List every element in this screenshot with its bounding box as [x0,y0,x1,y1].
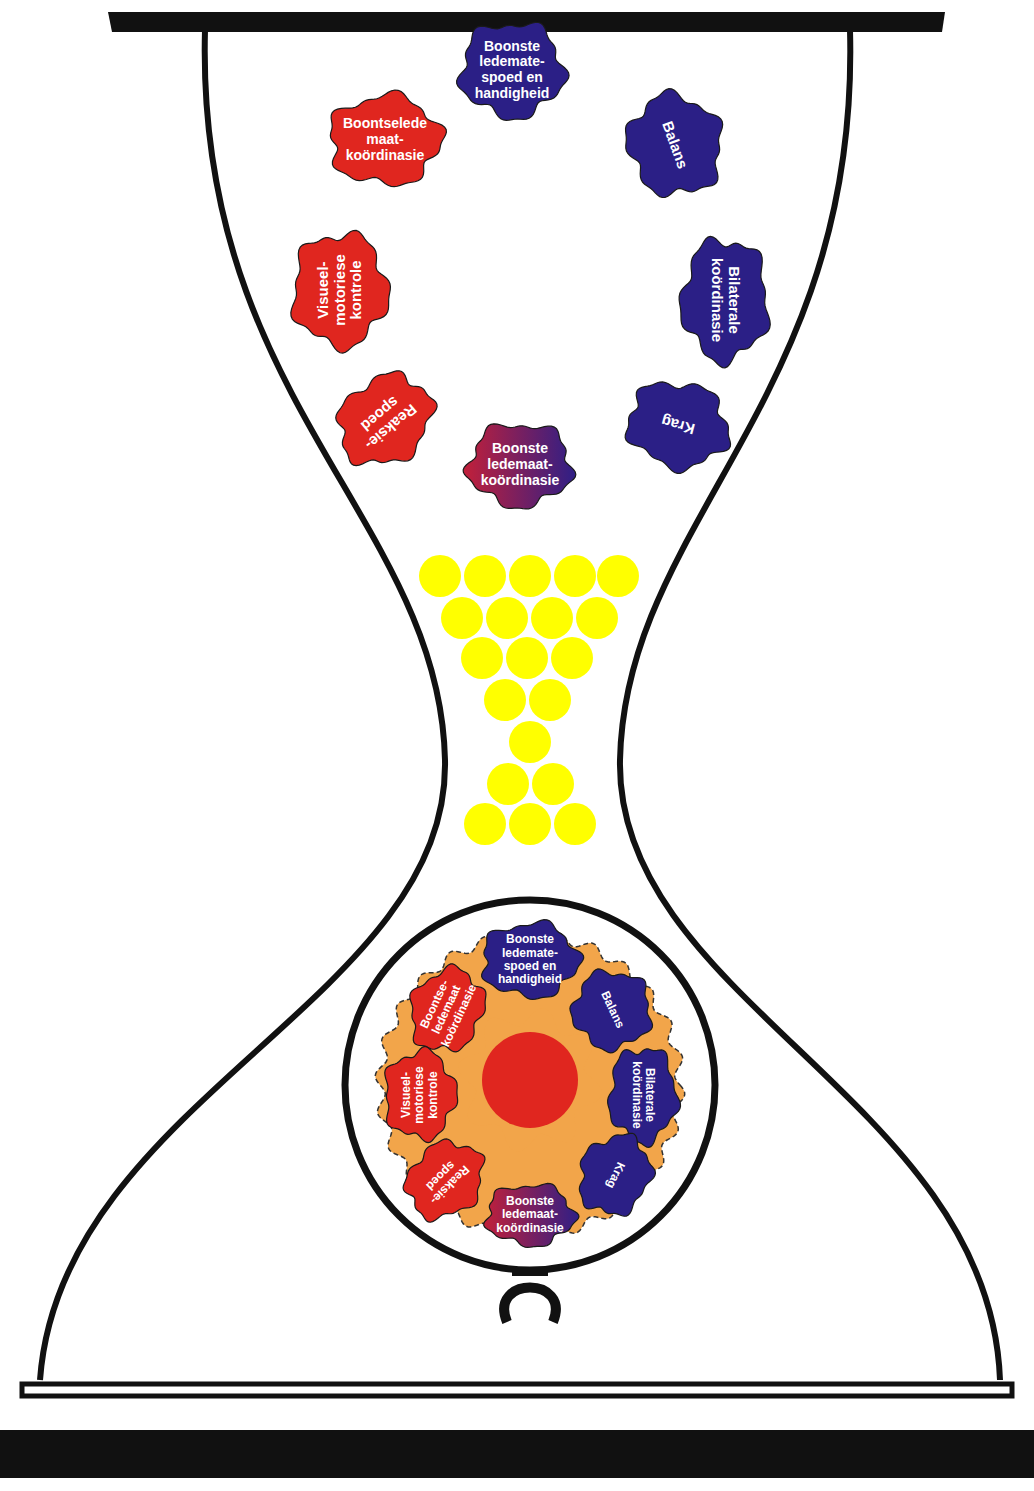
puzzle-piece: Bilaterale koördinasie [674,228,776,372]
piece-label: Bilaterale koördinasie [708,251,742,349]
lens-circle [345,900,715,1270]
puzzle-piece: Reaksie- spoed [308,345,461,496]
piece-label: Visueel- motoriese kontrole [315,245,365,336]
red-core [482,1032,578,1128]
base-rim [22,1384,1012,1396]
base-bar [0,1430,1034,1478]
hanger-hook [504,1288,556,1323]
piece-label: Visueel- motoriese kontrole [400,1060,440,1131]
puzzle-piece: Bilaterale koördinasie [603,1039,683,1151]
puzzle-piece: Boontselede maat- koördinasie [319,87,451,193]
sand-grains [419,555,639,845]
puzzle-piece: Balans [603,70,747,220]
hanger-knot [512,1268,548,1276]
piece-label: Bilaterale koördinasie [630,1057,657,1133]
puzzle-piece: Boonste ledemate- spoed en handigheid [451,14,573,126]
puzzle-piece: Boonste ledemaat- koördinasie [478,1179,582,1251]
puzzle-piece: Boonste ledemate- spoed en handigheid [473,916,587,1004]
piece-label: Boonste ledemate- spoed en handigheid [471,39,554,102]
puzzle-piece: Krag [607,361,749,489]
piece-label: Boonste ledemaat- koördinasie [479,441,562,488]
piece-label: Boonste ledemaat- koördinasie [495,1195,566,1235]
piece-label: Boontselede maat- koördinasie [340,116,430,163]
puzzle-piece: Visueel- motoriese kontrole [378,1043,462,1147]
puzzle-piece: Boonste ledemaat- koördinasie [459,416,581,514]
puzzle-piece: Visueel- motoriese kontrole [284,223,396,357]
piece-label: Boonste ledemate- spoed en handigheid [491,933,569,987]
